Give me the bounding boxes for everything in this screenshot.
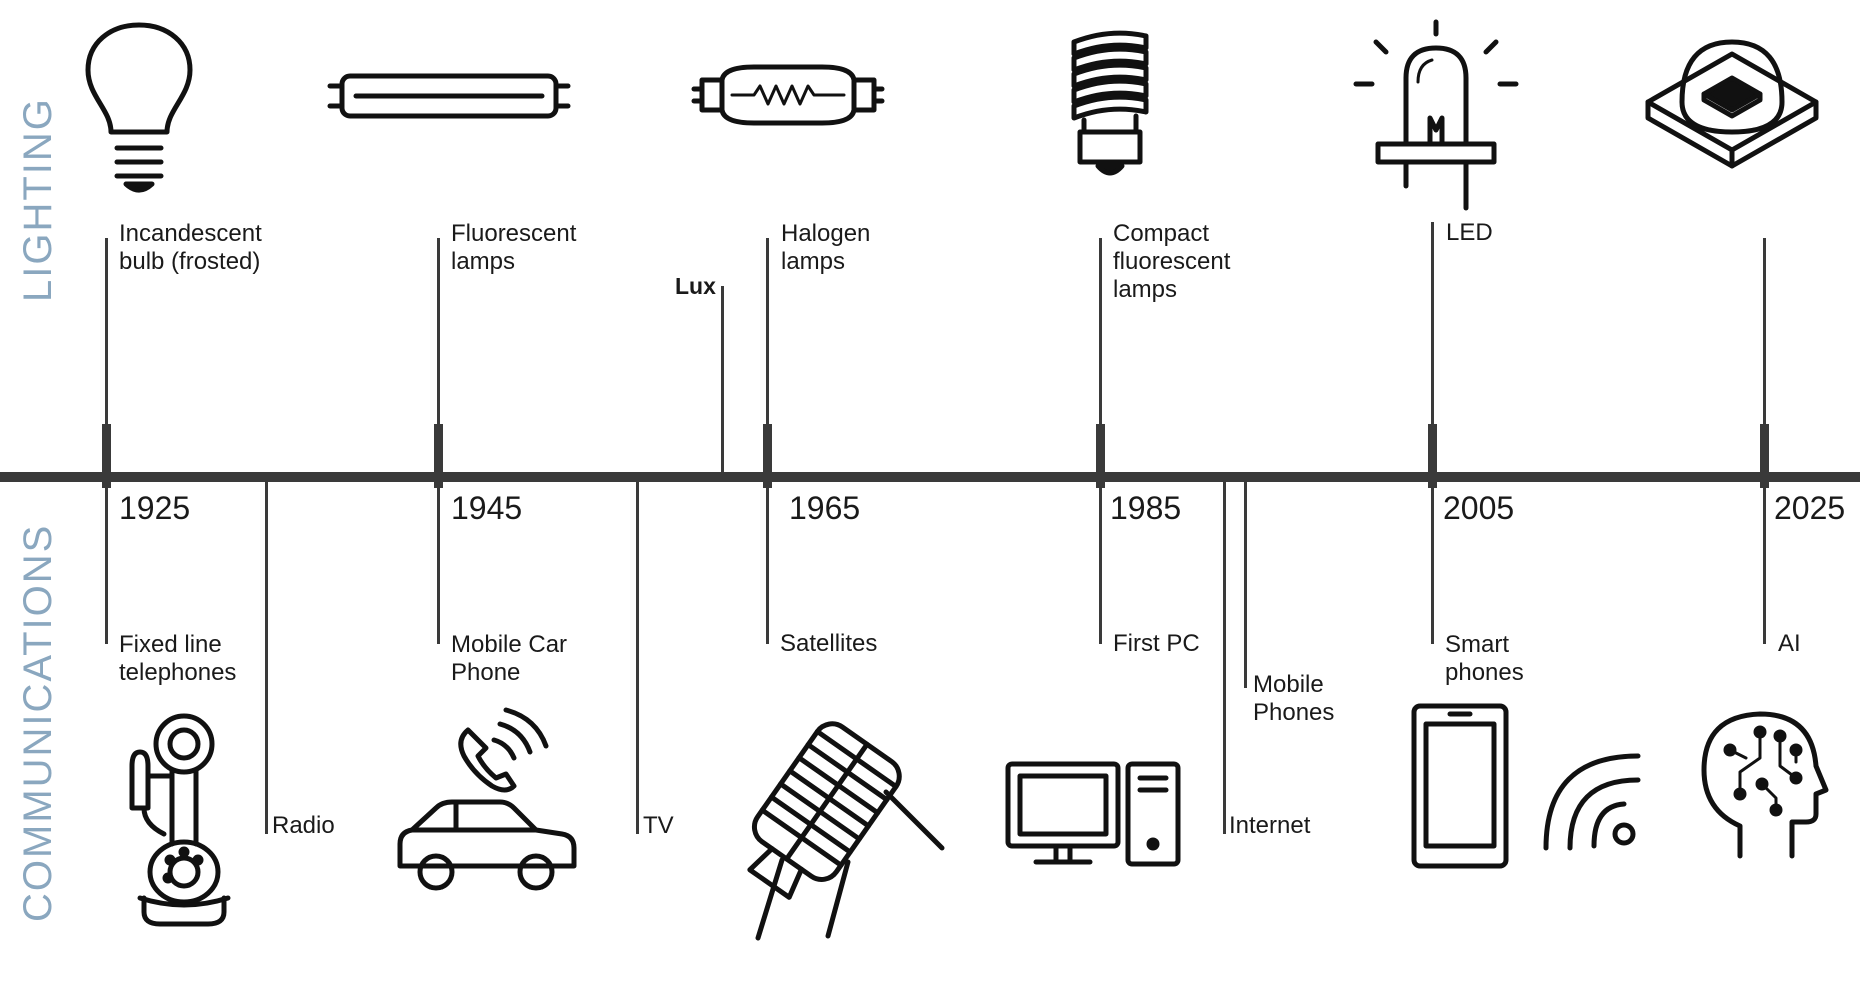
- light-bulb-icon: [85, 22, 193, 193]
- stem-incandescent: [105, 238, 108, 478]
- stem-first-pc: [1099, 478, 1102, 644]
- candlestick-telephone-icon: [129, 713, 231, 927]
- stem-2025-light: [1763, 238, 1766, 478]
- label-radio: Radio: [272, 812, 335, 839]
- stem-led: [1431, 222, 1434, 478]
- stem-fixed-line: [105, 478, 108, 644]
- wifi-icon: [1543, 753, 1641, 851]
- ai-head-icon: [1701, 711, 1829, 859]
- halogen-lamp-icon: [691, 64, 885, 126]
- car-phone-icon: [397, 707, 577, 891]
- stem-satellites: [766, 478, 769, 644]
- label-led: LED: [1446, 219, 1493, 246]
- stem-mobile-phones: [1244, 478, 1247, 688]
- satellite-icon: [747, 721, 945, 941]
- stem-radio: [265, 478, 268, 834]
- led-chip-icon: [1645, 39, 1819, 169]
- label-ai: AI: [1778, 630, 1801, 657]
- stem-smart-phones: [1431, 478, 1434, 644]
- year-label-2005: 2005: [1443, 490, 1515, 526]
- stem-fluorescent: [437, 238, 440, 478]
- year-label-1965: 1965: [789, 490, 861, 526]
- smart-phone-icon: [1411, 703, 1509, 869]
- label-tv: TV: [643, 812, 674, 839]
- timeline-axis: [0, 472, 1860, 482]
- stem-halogen: [766, 238, 769, 478]
- stem-ai: [1763, 478, 1766, 644]
- year-label-1985: 1985: [1110, 490, 1182, 526]
- stem-tv: [636, 478, 639, 834]
- lighting-section-label: LIGHTING: [16, 97, 60, 302]
- year-label-2025: 2025: [1774, 490, 1846, 526]
- label-internet: Internet: [1229, 812, 1311, 839]
- cfl-bulb-icon: [1071, 30, 1149, 176]
- stem-internet: [1223, 478, 1226, 834]
- fluorescent-tube-icon: [327, 73, 571, 119]
- communications-section-label: COMMUNICATIONS: [16, 523, 60, 922]
- label-lux: Lux: [675, 273, 716, 299]
- stem-lux: [721, 286, 724, 478]
- stem-cfl: [1099, 238, 1102, 478]
- label-satellites: Satellites: [780, 630, 878, 657]
- stem-mobile-car: [437, 478, 440, 644]
- year-label-1925: 1925: [119, 490, 191, 526]
- led-icon: [1353, 19, 1519, 211]
- label-first-pc: First PC: [1113, 630, 1200, 657]
- desktop-pc-icon: [1005, 761, 1181, 867]
- year-label-1945: 1945: [451, 490, 523, 526]
